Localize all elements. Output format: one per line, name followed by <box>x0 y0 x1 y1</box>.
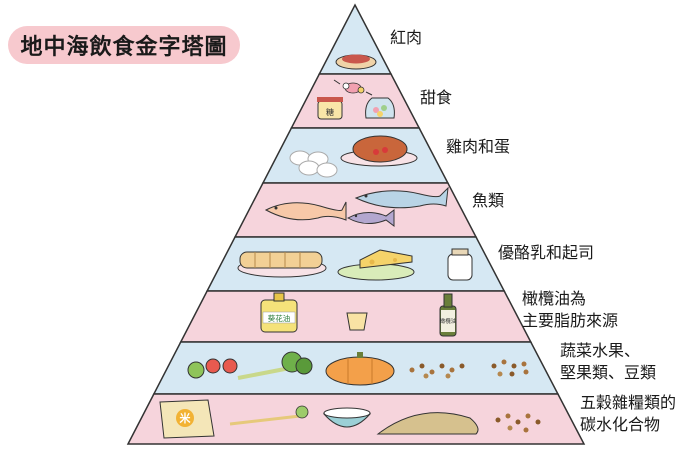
tier-label-line: 雞肉和蛋 <box>446 137 511 156</box>
tier-label-line: 甜食 <box>420 88 453 107</box>
wheat-illustration <box>229 405 309 426</box>
tier-label-poultry-eggs: 雞肉和蛋 <box>446 136 510 158</box>
tier-label-line: 蔬菜水果、 <box>560 341 641 360</box>
vegetables-illustration <box>187 358 238 379</box>
pyramid-tiers <box>126 3 586 445</box>
tier-label-vegetables: 蔬菜水果、堅果類、豆類 <box>560 340 656 384</box>
leafy-greens-illustration <box>237 351 313 380</box>
tier-label-line: 魚類 <box>472 191 505 210</box>
candy-illustration <box>333 79 373 96</box>
beans-illustration <box>491 359 529 377</box>
tier-label-sweets: 甜食 <box>420 87 452 109</box>
grain-pile-illustration <box>376 412 479 435</box>
candy-bag-illustration <box>365 97 395 119</box>
tier-label-line: 紅肉 <box>390 28 423 47</box>
cheese-illustration <box>337 249 415 281</box>
rice-bowl-illustration <box>322 407 372 428</box>
tier-label-line: 優酪乳和起司 <box>498 243 595 262</box>
bread-loaf-illustration <box>237 251 327 278</box>
tier-sweets <box>290 73 421 129</box>
rice-bag-label: 米 <box>179 411 192 425</box>
rice-bag-illustration: 米 <box>159 399 215 439</box>
sunflower-oil-illustration: 葵花油 <box>260 292 298 333</box>
fish-illustration-left <box>264 201 347 221</box>
tier-label-line: 堅果類、豆類 <box>560 363 657 382</box>
roast-chicken-illustration <box>340 135 418 167</box>
nuts-illustration <box>409 363 465 379</box>
pumpkin-illustration <box>325 352 395 386</box>
olive-oil-bottle-illustration: 橄欖油 <box>439 293 457 337</box>
tier-label-line: 主要脂肪來源 <box>522 311 619 330</box>
tier-label-dairy: 優酪乳和起司 <box>498 242 594 264</box>
fish-illustration-right <box>354 186 449 209</box>
sunflower-oil-label: 葵花油 <box>268 313 291 323</box>
eggs-illustration <box>289 150 338 178</box>
oil-glass-illustration <box>346 312 368 331</box>
tier-label-fish: 魚類 <box>472 190 504 212</box>
candy-jar-illustration: 糖 <box>317 97 343 120</box>
tier-label-line: 碳水化合物 <box>580 415 661 434</box>
tier-label-red-meat: 紅肉 <box>390 27 422 49</box>
red-meat-illustration <box>335 54 377 70</box>
small-fish-illustration <box>346 209 395 227</box>
olive-oil-label: 橄欖油 <box>440 317 457 325</box>
tier-label-line: 五穀雜糧類的 <box>580 393 677 412</box>
seeds-illustration <box>495 413 541 433</box>
candy-jar-label: 糖 <box>326 107 334 117</box>
tier-label-line: 橄欖油為 <box>522 289 587 308</box>
tier-label-grains: 五穀雜糧類的碳水化合物 <box>580 392 676 436</box>
tier-label-olive-oil: 橄欖油為主要脂肪來源 <box>522 288 618 332</box>
page-title: 地中海飲食金字塔圖 <box>8 26 240 64</box>
milk-bottle-illustration <box>447 248 473 281</box>
